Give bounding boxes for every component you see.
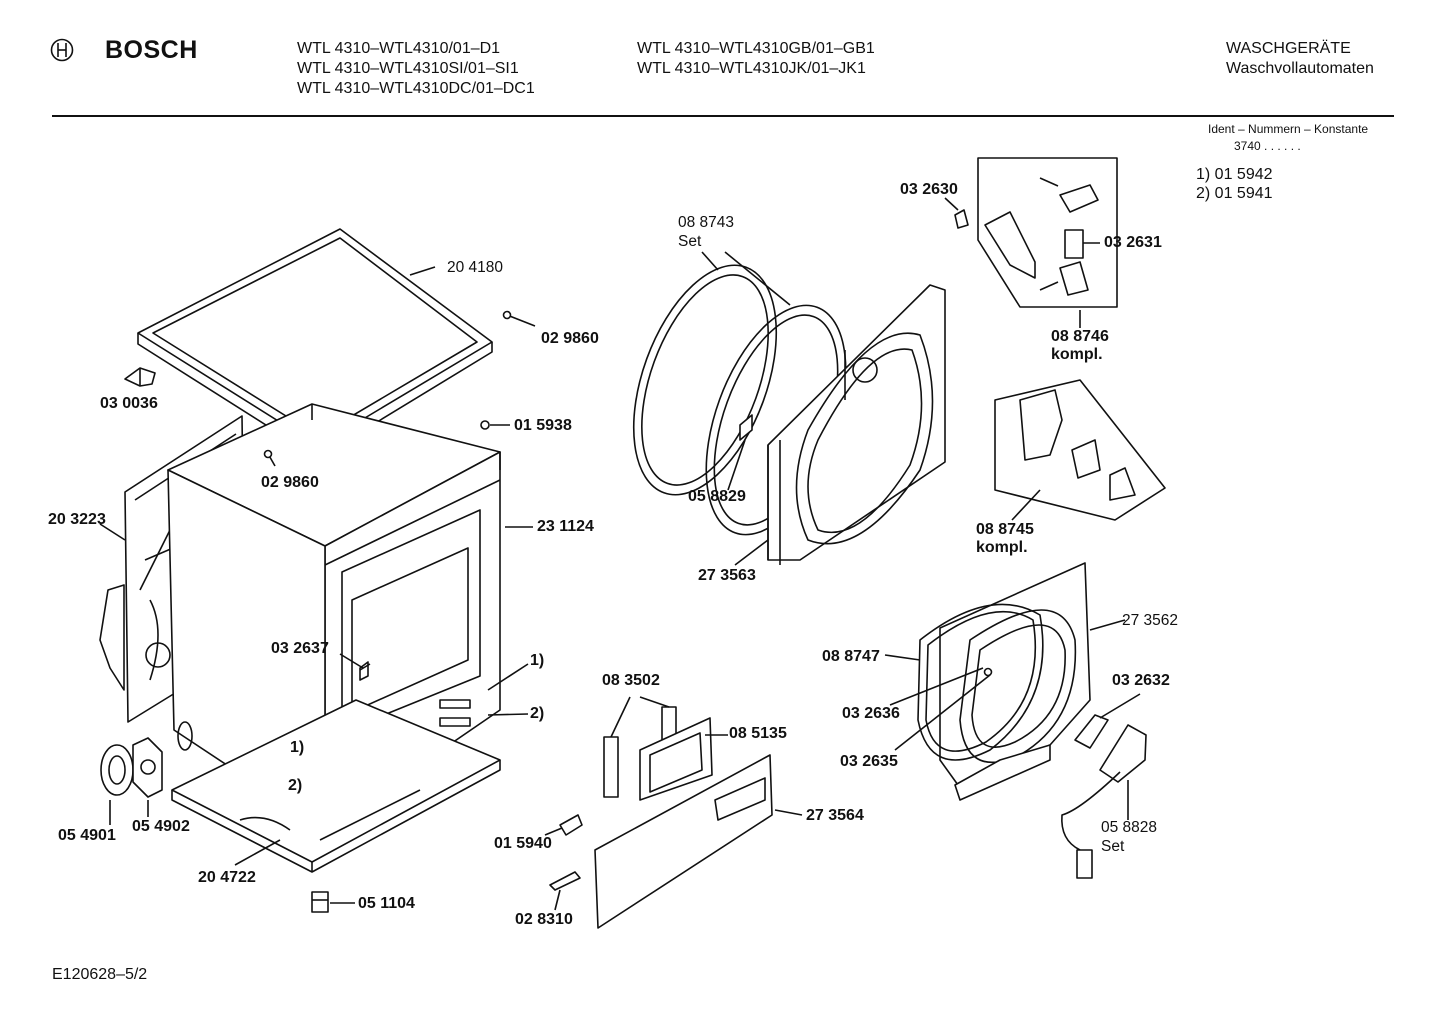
part-label: 05 1104 bbox=[358, 895, 415, 912]
door-frame bbox=[939, 562, 1091, 801]
part-label: 20 4722 bbox=[198, 869, 256, 886]
switch-assembly-box bbox=[994, 379, 1166, 521]
part-label: 27 3564 bbox=[806, 807, 864, 824]
part-label: 08 5135 bbox=[729, 725, 787, 742]
catch-icon bbox=[954, 209, 969, 229]
handle-insert bbox=[1074, 714, 1109, 749]
clip-icon bbox=[559, 814, 583, 836]
part-label: 03 2637 bbox=[271, 640, 329, 657]
part-label: kompl. bbox=[976, 539, 1028, 556]
screw-icon bbox=[502, 310, 536, 327]
filter-grille bbox=[639, 717, 713, 801]
part-label: 08 8743 bbox=[678, 214, 735, 231]
door-lock-switch bbox=[1061, 724, 1147, 879]
part-label: 01 5940 bbox=[494, 835, 552, 852]
door-seal-ring bbox=[917, 603, 1044, 761]
part-label: 03 2630 bbox=[900, 181, 958, 198]
foot-icon bbox=[311, 891, 355, 913]
part-label: 02 9860 bbox=[541, 330, 599, 347]
models-column-1: WTL 4310–WTL4310/01–D1 WTL 4310–WTL4310S… bbox=[297, 39, 535, 99]
control-panel bbox=[594, 754, 773, 929]
clip-icon bbox=[549, 871, 581, 891]
part-label: 03 2635 bbox=[840, 753, 898, 770]
seal-plate bbox=[132, 737, 163, 798]
part-label: Set bbox=[1101, 838, 1125, 855]
bosch-logo-icon bbox=[50, 38, 74, 62]
part-label: 08 8745 bbox=[976, 521, 1034, 538]
screw-icon bbox=[263, 449, 276, 467]
part-label: 20 3223 bbox=[48, 511, 106, 528]
part-label: 27 3562 bbox=[1122, 612, 1179, 629]
model-line: WTL 4310–WTL4310DC/01–DC1 bbox=[297, 80, 535, 97]
model-line: WTL 4310–WTL4310JK/01–JK1 bbox=[637, 60, 866, 77]
category: WASCHGERÄTE Waschvollautomaten bbox=[1226, 39, 1374, 79]
part-label: 20 4180 bbox=[447, 259, 504, 276]
part-label: kompl. bbox=[1051, 346, 1103, 363]
part-label: 03 0036 bbox=[100, 395, 158, 412]
part-label: 02 8310 bbox=[515, 911, 573, 928]
models-column-2: WTL 4310–WTL4310GB/01–GB1 WTL 4310–WTL43… bbox=[637, 39, 875, 79]
part-label: 03 2636 bbox=[842, 705, 900, 722]
part-label: 01 5938 bbox=[514, 417, 572, 434]
ident-title: Ident – Nummern – Konstante bbox=[1208, 122, 1369, 136]
part-label: 2) bbox=[530, 705, 545, 722]
part-label: 2) bbox=[288, 777, 303, 794]
part-label: 23 1124 bbox=[537, 518, 594, 535]
brand-name: BOSCH bbox=[105, 36, 198, 64]
part-label: 08 3502 bbox=[602, 672, 660, 689]
model-line: WTL 4310–WTL4310/01–D1 bbox=[297, 40, 501, 57]
ident-note: 2) 01 5941 bbox=[1196, 185, 1273, 202]
part-label: 05 8829 bbox=[688, 488, 746, 505]
part-label: 1) bbox=[290, 739, 305, 756]
clip-icon bbox=[124, 367, 156, 387]
part-label: 03 2632 bbox=[1112, 672, 1170, 689]
part-label: Set bbox=[678, 233, 702, 250]
category-line-1: WASCHGERÄTE bbox=[1226, 40, 1351, 57]
hose-ring bbox=[100, 744, 134, 796]
part-label: 05 4901 bbox=[58, 827, 116, 844]
part-label: 03 2631 bbox=[1104, 234, 1162, 251]
ident-note: 1) 01 5942 bbox=[1196, 166, 1273, 183]
front-frame bbox=[767, 284, 946, 565]
document-id: E120628–5/2 bbox=[52, 966, 148, 983]
base-plate bbox=[171, 699, 501, 873]
model-line: WTL 4310–WTL4310SI/01–SI1 bbox=[297, 60, 519, 77]
plug-icon bbox=[480, 420, 510, 430]
lock-assembly-box bbox=[977, 157, 1118, 308]
ident-value: 3740 . . . . . . bbox=[1234, 139, 1301, 153]
part-label: 05 8828 bbox=[1101, 819, 1158, 836]
part-label: 08 8747 bbox=[822, 648, 880, 665]
part-label: 05 4902 bbox=[132, 818, 190, 835]
category-line-2: Waschvollautomaten bbox=[1226, 60, 1374, 77]
part-label: 08 8746 bbox=[1051, 328, 1109, 345]
part-label: 27 3563 bbox=[698, 567, 756, 584]
header-rule bbox=[52, 115, 1394, 117]
part-label: 02 9860 bbox=[261, 474, 319, 491]
part-label: 1) bbox=[530, 652, 545, 669]
model-line: WTL 4310–WTL4310GB/01–GB1 bbox=[637, 40, 875, 57]
